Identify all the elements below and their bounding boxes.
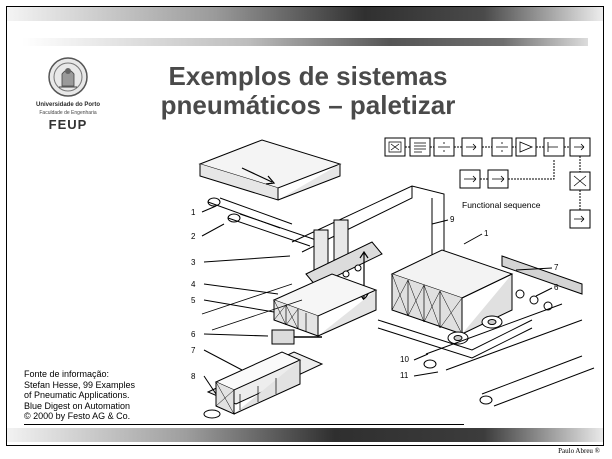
- university-name: Universidade do Porto: [35, 102, 100, 108]
- source-line-1: Fonte de informação:: [24, 369, 110, 379]
- faculty-acronym: FEUP: [48, 117, 88, 132]
- university-seal-icon: [48, 57, 88, 97]
- footer-rule: [24, 424, 464, 425]
- diagram-label-10: 10: [400, 355, 409, 364]
- sequence-block-2: [409, 137, 431, 157]
- gripper-block-right: [333, 219, 349, 261]
- diagram-label-2: 2: [191, 232, 196, 241]
- title-line-2: pneumáticos – paletizar: [160, 90, 456, 120]
- palletizing-diagram: 1 2 3 4 5 6 7 8 9 1 7 6 10 11 Functional…: [191, 137, 595, 419]
- pusher-cylinder: [271, 329, 295, 345]
- diagram-label-9: 9: [450, 215, 455, 224]
- diagram-label-4: 4: [191, 280, 196, 289]
- diagram-label-1: 1: [191, 208, 196, 217]
- source-line-2: Stefan Hesse, 99 Examples: [24, 379, 136, 390]
- bottom-gradient-bar: [7, 428, 603, 442]
- slide-frame: [6, 6, 604, 446]
- diagram-label-11: 11: [400, 371, 409, 380]
- diagram-label-8: 8: [191, 372, 196, 381]
- author-credit: Paulo Abreu ®: [558, 447, 600, 455]
- diagram-label-7: 7: [191, 346, 196, 355]
- source-citation: Fonte de informação: Stefan Hesse, 99 Ex…: [24, 369, 172, 422]
- diagram-label-6: 6: [191, 330, 196, 339]
- title-line-1: Exemplos de sistemas: [168, 61, 448, 91]
- source-line-3: of Pneumatic Applications.: [24, 390, 130, 401]
- faculty-name: Faculdade de Engenharia: [39, 110, 97, 116]
- diagram-label-1b: 1: [484, 229, 489, 238]
- feup-logo: Universidade do Porto Faculdade de Engen…: [28, 56, 108, 132]
- slide-title: Exemplos de sistemas pneumáticos – palet…: [158, 62, 458, 120]
- functional-sequence-label: Functional sequence: [462, 200, 541, 210]
- diagram-label-6b: 6: [554, 283, 559, 292]
- diagram-label-3: 3: [191, 258, 196, 267]
- top-gradient-bar: [7, 7, 603, 21]
- header-divider-bar: [22, 38, 588, 46]
- source-line-4: Blue Digest on Automation: [24, 400, 131, 411]
- diagram-label-5: 5: [191, 296, 196, 305]
- source-line-5: © 2000 by Festo AG & Co.: [24, 411, 131, 422]
- diagram-label-7b: 7: [554, 263, 559, 272]
